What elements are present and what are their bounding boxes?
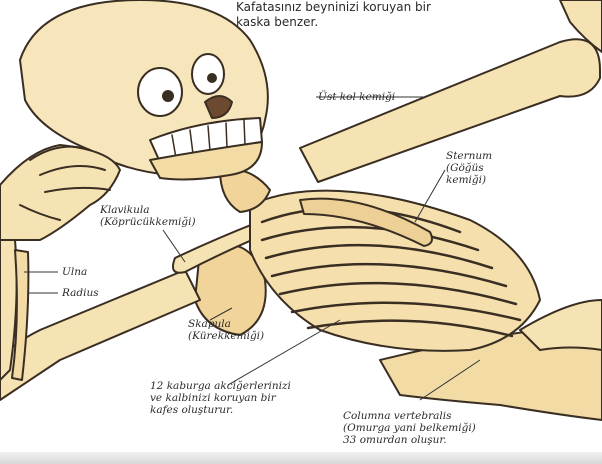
label-scapula-line-1: Skapula [188,318,264,330]
label-ribs-line-3: kafes oluşturur. [150,404,291,416]
label-clavicle-line-1: Klavikula [100,204,196,216]
label-vertebral-column-line-2: (Omurga yani belkemiği) [343,422,476,434]
label-radius: Radius [62,287,99,299]
label-vertebral-column-line-1: Columna vertebralis [343,410,476,422]
skull-caption-line-2: kaska benzer. [236,15,431,30]
page-bottom-edge [0,452,602,464]
label-sternum-line-3: kemiği) [446,174,492,186]
label-scapula-line-2: (Kürekkemiği) [188,330,264,342]
label-clavicle-line-2: (Köprücükkemiği) [100,216,196,228]
label-vertebral-column-line-3: 33 omurdan oluşur. [343,434,476,446]
label-upper-arm: Üst kol kemiği [318,91,395,103]
label-sternum: Sternum (Göğüs kemiği) [446,150,492,186]
label-sternum-line-2: (Göğüs [446,162,492,174]
label-ribs-line-1: 12 kaburga akciğerlerinizi [150,380,291,392]
label-ribs: 12 kaburga akciğerlerinizi ve kalbinizi … [150,380,291,416]
eye-left [138,68,182,116]
label-ulna: Ulna [62,266,87,278]
label-scapula: Skapula (Kürekkemiği) [188,318,264,342]
skull-caption-line-1: Kafatasınız beyninizi koruyan bir [236,0,431,15]
label-sternum-line-1: Sternum [446,150,492,162]
label-clavicle: Klavikula (Köprücükkemiği) [100,204,196,228]
label-vertebral-column: Columna vertebralis (Omurga yani belkemi… [343,410,476,446]
skull-caption: Kafatasınız beyninizi koruyan bir kaska … [236,0,431,30]
eye-right [192,54,224,94]
label-ribs-line-2: ve kalbinizi koruyan bir [150,392,291,404]
